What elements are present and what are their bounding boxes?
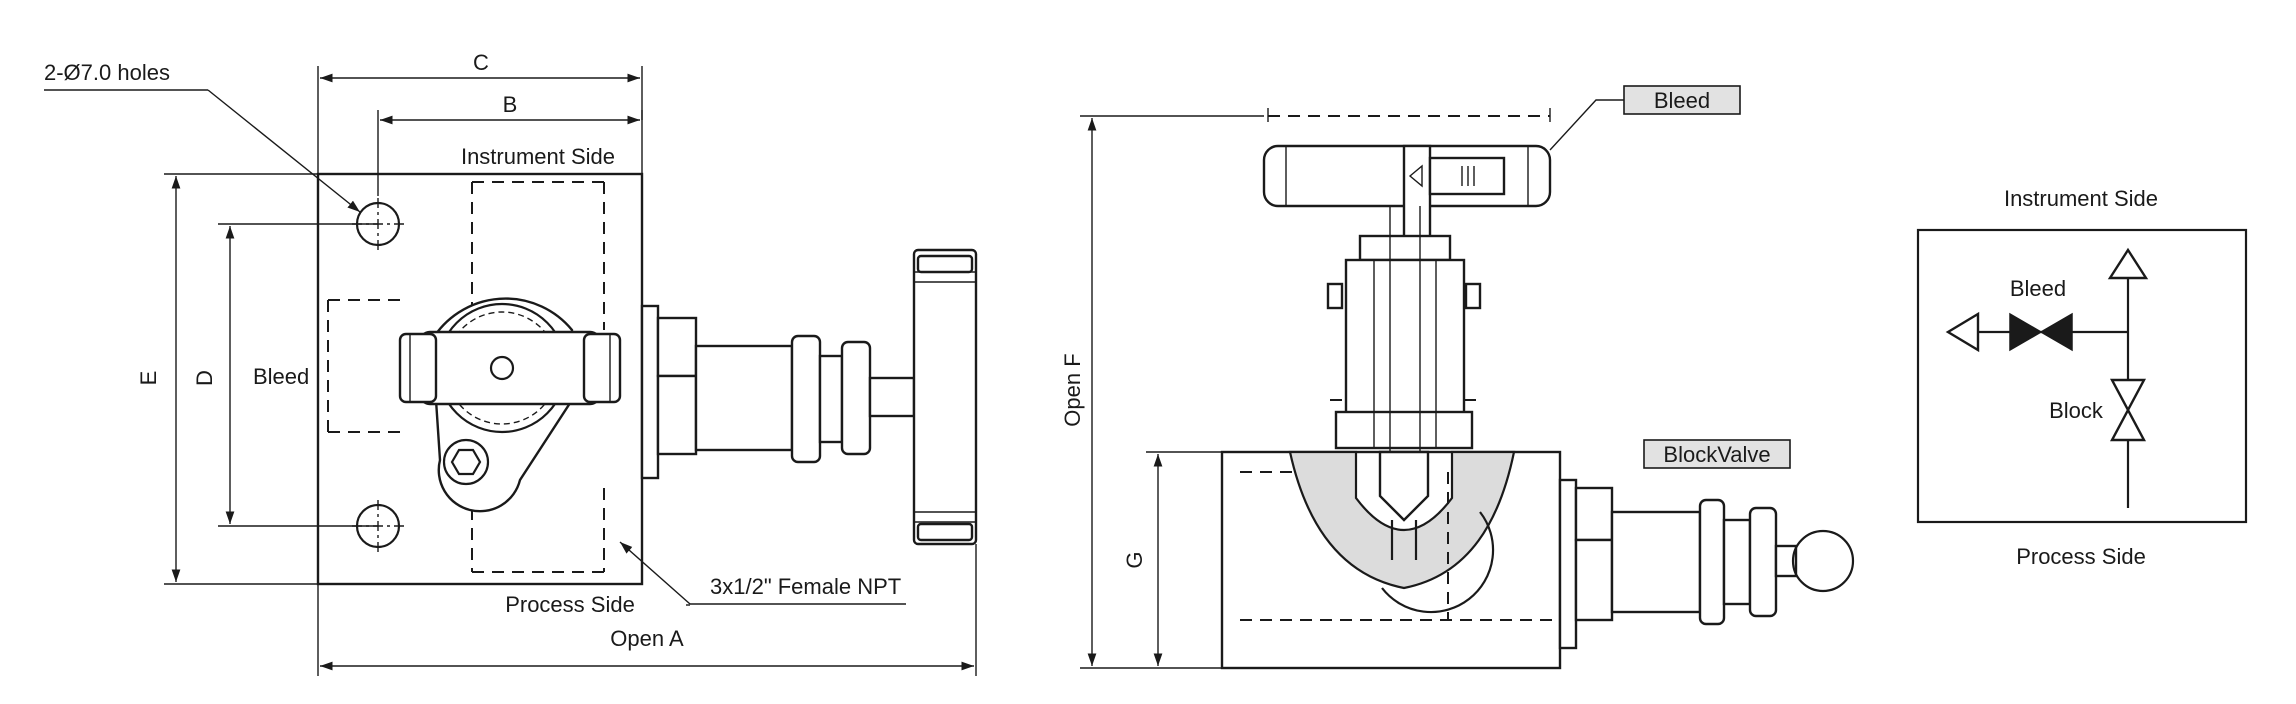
dim-g-label: G: [1122, 551, 1147, 568]
side-view: Bleed BlockValve Open F G: [1060, 85, 1855, 670]
schematic-process-side-label: Process Side: [2016, 544, 2146, 569]
holes-label: 2-Ø7.0 holes: [44, 60, 170, 85]
open-a-label: Open A: [610, 626, 684, 651]
instrument-port-symbol: [2107, 247, 2149, 280]
bleed-valve-front: [398, 297, 622, 513]
schematic-bleed-label: Bleed: [2010, 276, 2066, 301]
vent-port-symbol: [1945, 311, 1980, 353]
hidden-ports: [327, 181, 605, 573]
block-valve-symbol: [2110, 378, 2146, 442]
dim-e-label: E: [136, 371, 161, 386]
dim-b-label: B: [503, 92, 518, 117]
open-f-label: Open F: [1060, 353, 1085, 426]
bleed-valve-symbol: [2009, 312, 2073, 352]
schematic-instrument-side-label: Instrument Side: [2004, 186, 2158, 211]
schematic: Instrument Side Bleed Block Process Side: [1916, 186, 2248, 569]
block-valve-front: [640, 248, 978, 546]
section-cut: [1288, 450, 1516, 590]
front-instrument-side-label: Instrument Side: [461, 144, 615, 169]
front-view: C B Instrument Side 2-Ø7.0 holes E D Ble…: [44, 50, 978, 676]
bleed-bonnet: [1326, 206, 1482, 470]
block-valve-tag-box: [1643, 439, 1791, 469]
front-process-side-label: Process Side: [505, 592, 635, 617]
bleed-tag-label: Bleed: [1654, 88, 1710, 113]
block-valve-side: [1558, 478, 1855, 650]
bleed-tag-box: [1623, 85, 1741, 115]
npt-label: 3x1/2" Female NPT: [710, 574, 901, 599]
dim-d-label: D: [192, 370, 217, 386]
bleed-handle: [1262, 144, 1552, 316]
schematic-frame: [1916, 228, 2248, 524]
dim-c-label: C: [473, 50, 489, 75]
front-bleed-label: Bleed: [253, 364, 309, 389]
block-valve-tag-label: BlockValve: [1663, 442, 1770, 467]
schematic-block-label: Block: [2049, 398, 2104, 423]
